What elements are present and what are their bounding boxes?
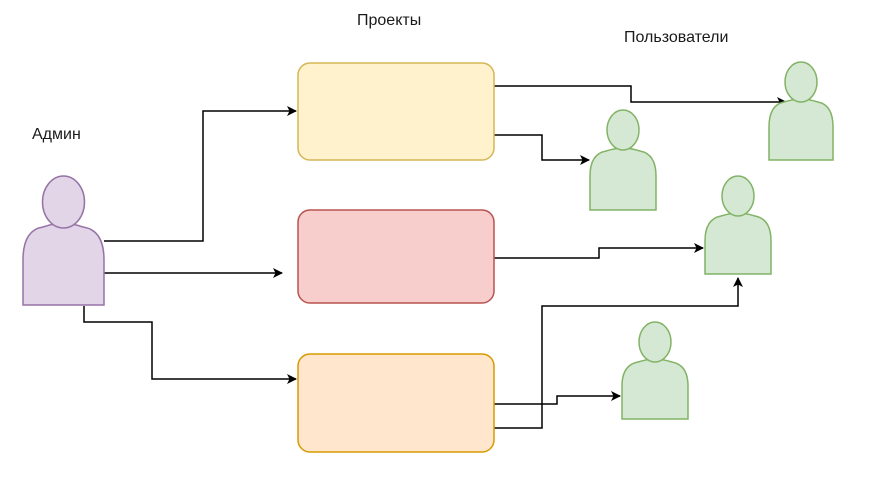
user-4-person-icon[interactable] [621,321,689,420]
user-1-person-icon[interactable] [768,61,834,161]
project-box-red[interactable] [297,209,495,304]
edge-admin-to-project-3 [83,306,297,384]
edge-project-2-to-user-3 [494,243,704,259]
project-box-orange[interactable] [297,353,495,453]
edge-admin-to-project-1 [104,106,297,242]
projects-label: Проекты [357,12,422,29]
users-label: Пользователи [624,29,729,46]
admin-person-icon[interactable] [22,175,105,306]
edge-project-1-to-user-1 [494,85,787,107]
project-box-yellow[interactable] [297,62,495,161]
edge-project-1-to-user-2 [494,134,590,165]
user-3-person-icon[interactable] [704,175,772,275]
user-2-person-icon[interactable] [589,109,657,211]
edge-project-3-to-user-3 [494,277,743,429]
admin-label: Админ [32,126,81,143]
edge-project-3-to-user-4 [494,391,621,405]
